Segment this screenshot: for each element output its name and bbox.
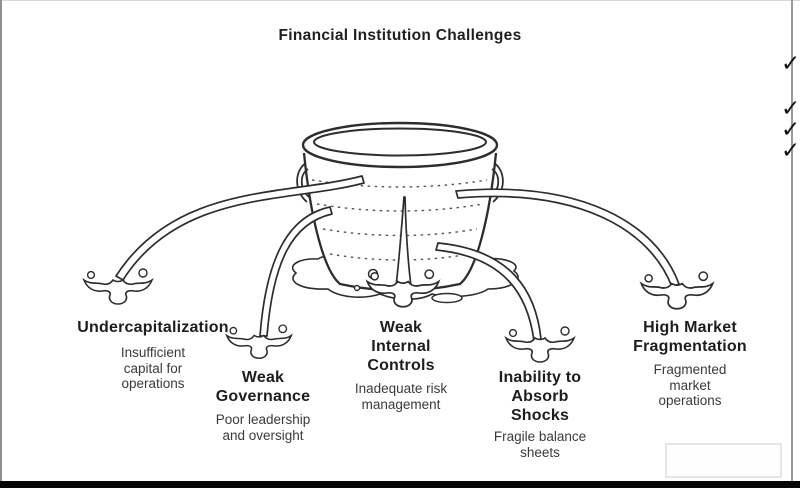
frame-right-edge [791, 0, 793, 482]
challenge-title: Weak Internal Controls [367, 319, 435, 374]
small-pool [431, 292, 463, 304]
challenge-title: Undercapitalization [77, 319, 229, 336]
page-title: Financial Institution Challenges [278, 27, 522, 44]
checkmark-icon: ✓ [781, 117, 800, 143]
bottom-bar [0, 481, 800, 488]
leak-streams [115, 175, 680, 342]
checkmark-icon: ✓ [781, 96, 800, 122]
bucket-rim-inner [313, 127, 487, 157]
challenge-subtitle: Fragmented market operations [653, 362, 727, 408]
checkmark-icon: ✓ [781, 51, 800, 77]
challenge-high-market-fragmentation: High Market Fragmentation Fragmented mar… [610, 318, 770, 409]
frame-top-edge [0, 0, 800, 1]
challenge-subtitle: Insufficient capital for operations [120, 345, 186, 391]
challenge-title: Inability to Absorb Shocks [498, 369, 582, 424]
challenge-title: Weak Governance [215, 369, 311, 405]
challenge-inability-absorb-shocks: Inability to Absorb Shocks Fragile balan… [470, 368, 610, 460]
stream-weak-governance [259, 206, 333, 337]
challenge-weak-internal-controls: Weak Internal Controls Inadequate risk m… [331, 318, 471, 412]
challenge-title: High Market Fragmentation [633, 319, 747, 355]
checkmark-icon: ✓ [781, 138, 800, 164]
watermark-box [665, 443, 782, 478]
challenge-weak-governance: Weak Governance Poor leadership and over… [188, 368, 338, 443]
bubble-small [353, 284, 361, 292]
challenge-subtitle: Poor leadership and oversight [215, 412, 311, 443]
challenge-subtitle: Inadequate risk management [354, 381, 448, 412]
frame-left-edge [0, 0, 2, 482]
challenge-subtitle: Fragile balance sheets [493, 429, 587, 460]
challenge-undercapitalization: Undercapitalization Insufficient capital… [53, 318, 253, 392]
